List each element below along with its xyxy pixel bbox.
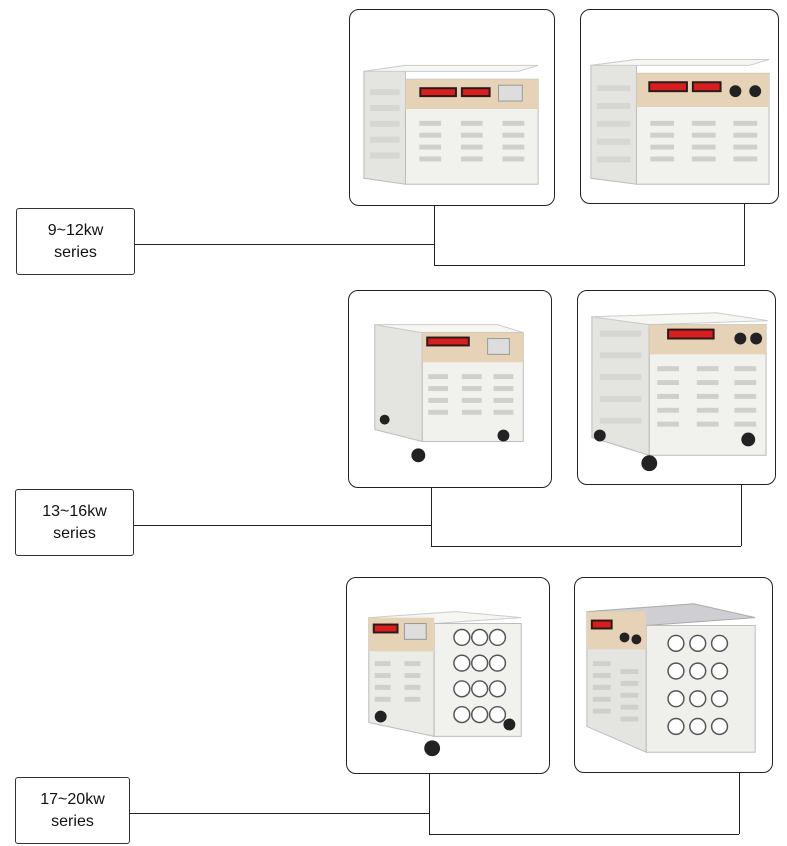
cabinet-illustration (368, 611, 522, 757)
product-image-17-20kw-keypad (346, 577, 550, 774)
connector-line (134, 525, 431, 526)
product-image-13-16kw-knobs (577, 290, 776, 485)
series-label-word: series (51, 812, 94, 830)
series-label-power: 9~12kw (47, 221, 104, 239)
series-label-word: series (53, 524, 96, 542)
connector-line (434, 206, 435, 265)
cabinet-illustration (586, 603, 756, 753)
series-label-9-12kw: 9~12kw series (16, 208, 135, 275)
connector-line (429, 834, 739, 835)
connector-line (429, 774, 430, 834)
cabinet-illustration (590, 58, 770, 185)
connector-line (431, 546, 741, 547)
connector-line (135, 244, 434, 245)
cabinet-illustration (363, 64, 539, 185)
product-image-13-16kw-keypad (348, 290, 552, 488)
connector-line (434, 265, 745, 266)
series-label-17-20kw: 17~20kw series (15, 777, 130, 844)
product-image-17-20kw-knobs (574, 577, 773, 773)
series-label-power: 13~16kw (42, 502, 107, 520)
cabinet-illustration (591, 312, 769, 472)
series-label-power: 17~20kw (40, 790, 105, 808)
connector-line (431, 488, 432, 546)
product-image-9-12kw-keypad (349, 9, 555, 206)
connector-line (130, 813, 429, 814)
connector-line (739, 773, 740, 834)
cabinet-illustration (374, 324, 524, 463)
connector-line (741, 485, 742, 546)
product-image-9-12kw-knobs (580, 9, 779, 204)
series-label-13-16kw: 13~16kw series (15, 489, 134, 556)
series-label-word: series (54, 243, 97, 261)
connector-line (744, 204, 745, 265)
